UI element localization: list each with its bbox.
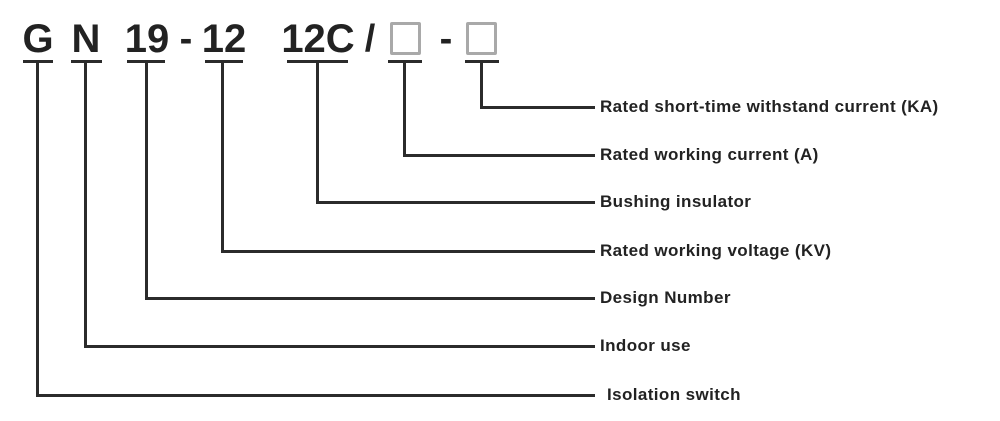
code-segment-voltage: 12	[201, 16, 247, 61]
connector-horizontal-design-number	[145, 297, 595, 300]
connector-vertical-isolation-switch	[36, 60, 39, 397]
connector-vertical-indoor-use	[84, 60, 87, 348]
connector-horizontal-withstand-current	[480, 106, 595, 109]
branch-label-design-number: Design Number	[600, 288, 731, 307]
code-slash: /	[364, 17, 376, 60]
connector-horizontal-indoor-use	[84, 345, 595, 348]
connector-vertical-withstand-current	[480, 60, 483, 109]
code-segment-switch-type: G	[22, 16, 54, 61]
code-hyphen: -	[179, 17, 193, 60]
placeholder-box-working-current	[390, 22, 421, 55]
branch-label-isolation-switch: Isolation switch	[607, 385, 741, 404]
connector-horizontal-voltage	[221, 250, 595, 253]
placeholder-box-withstand-current	[466, 22, 497, 55]
connector-horizontal-isolation-switch	[36, 394, 595, 397]
connector-horizontal-bushing	[316, 201, 595, 204]
underline-voltage	[205, 60, 243, 63]
branch-label-working-current: Rated working current (A)	[600, 145, 819, 164]
connector-vertical-voltage	[221, 60, 224, 253]
branch-label-withstand-current: Rated short-time withstand current (KA)	[600, 97, 939, 116]
branch-label-indoor-use: Indoor use	[600, 336, 691, 355]
connector-vertical-working-current	[403, 60, 406, 157]
code-segment-indoor: N	[71, 16, 101, 61]
connector-vertical-design-number	[145, 60, 148, 300]
branch-label-bushing-insulator: Bushing insulator	[600, 192, 752, 211]
code-segment-design-number: 19	[124, 16, 170, 61]
code-segment-bushing: 12C	[281, 16, 355, 61]
connector-horizontal-working-current	[403, 154, 595, 157]
branch-label-working-voltage: Rated working voltage (KV)	[600, 241, 832, 260]
code-hyphen: -	[439, 17, 453, 60]
connector-vertical-bushing	[316, 60, 319, 204]
